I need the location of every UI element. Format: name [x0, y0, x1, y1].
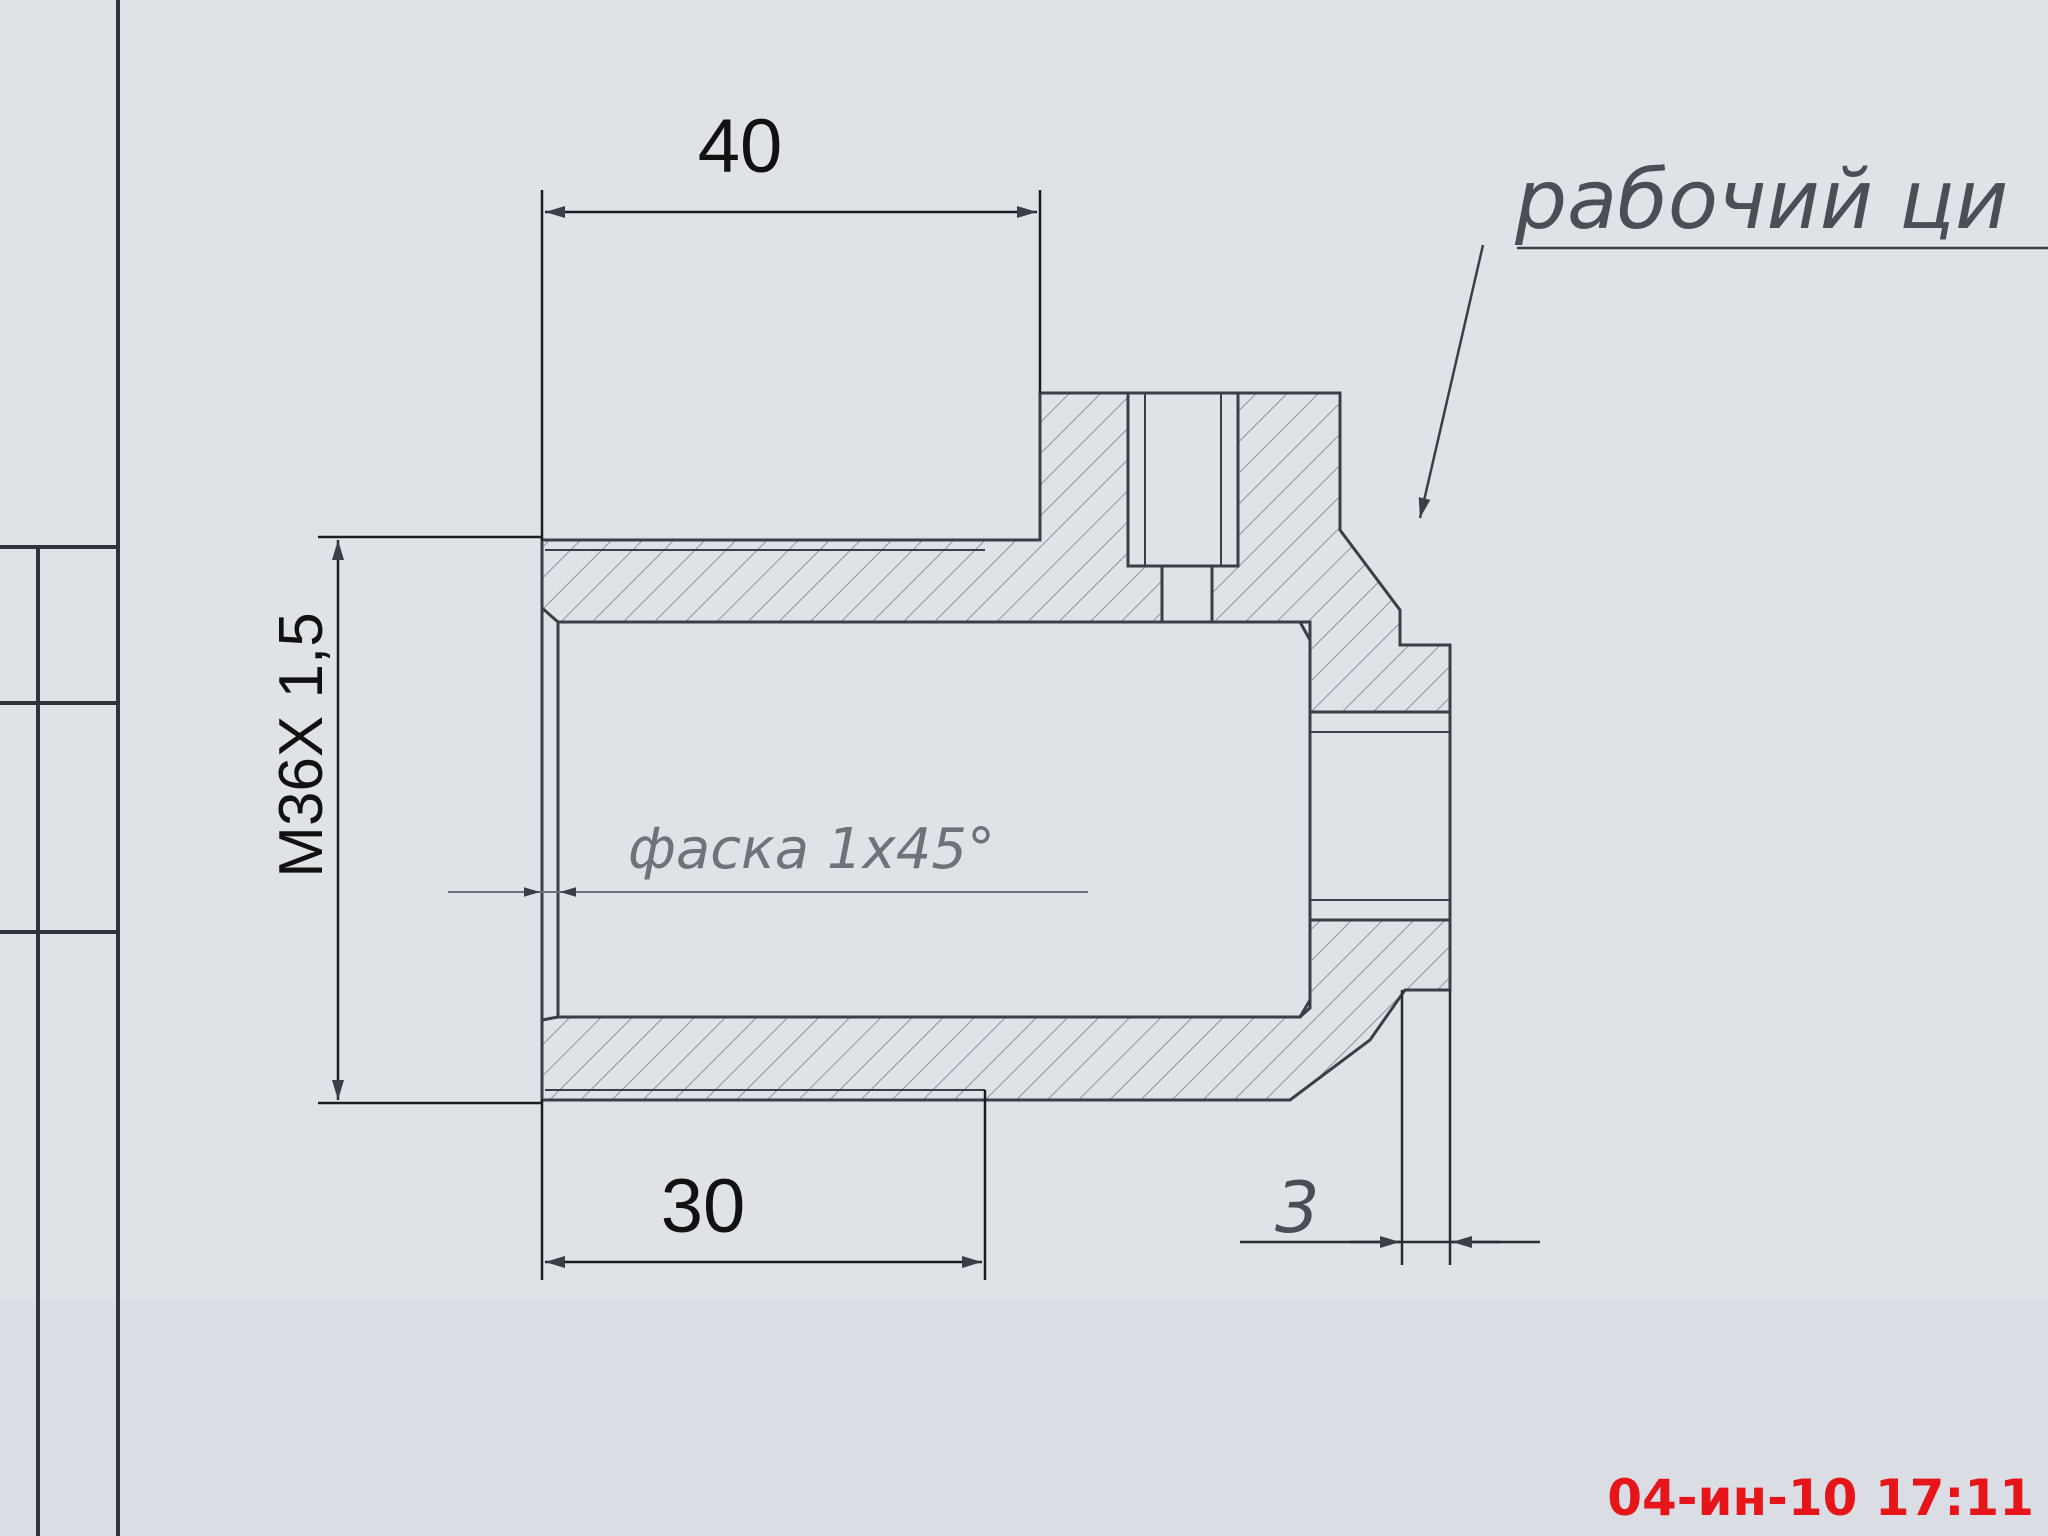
- timestamp-stamp: 04-ин-10 17:11: [1607, 1469, 2034, 1527]
- dimension-bottom-label: 30: [661, 1164, 746, 1249]
- dimension-right: [1240, 990, 1540, 1265]
- dimension-bottom: [540, 1090, 987, 1280]
- label-leader: [1418, 244, 2048, 519]
- dimension-left-label: M36X 1,5: [267, 612, 336, 877]
- dimension-left: [318, 535, 542, 1105]
- leader-label: рабочий ци: [1514, 153, 2008, 248]
- dimension-top: [540, 190, 1042, 540]
- part-section: [540, 391, 1452, 1102]
- dimension-right-label: 3: [1275, 1167, 1320, 1249]
- chamfer-note: фаска 1x45°: [628, 817, 995, 882]
- sheet-frame: [0, 0, 120, 1536]
- dimension-top-label: 40: [698, 104, 783, 189]
